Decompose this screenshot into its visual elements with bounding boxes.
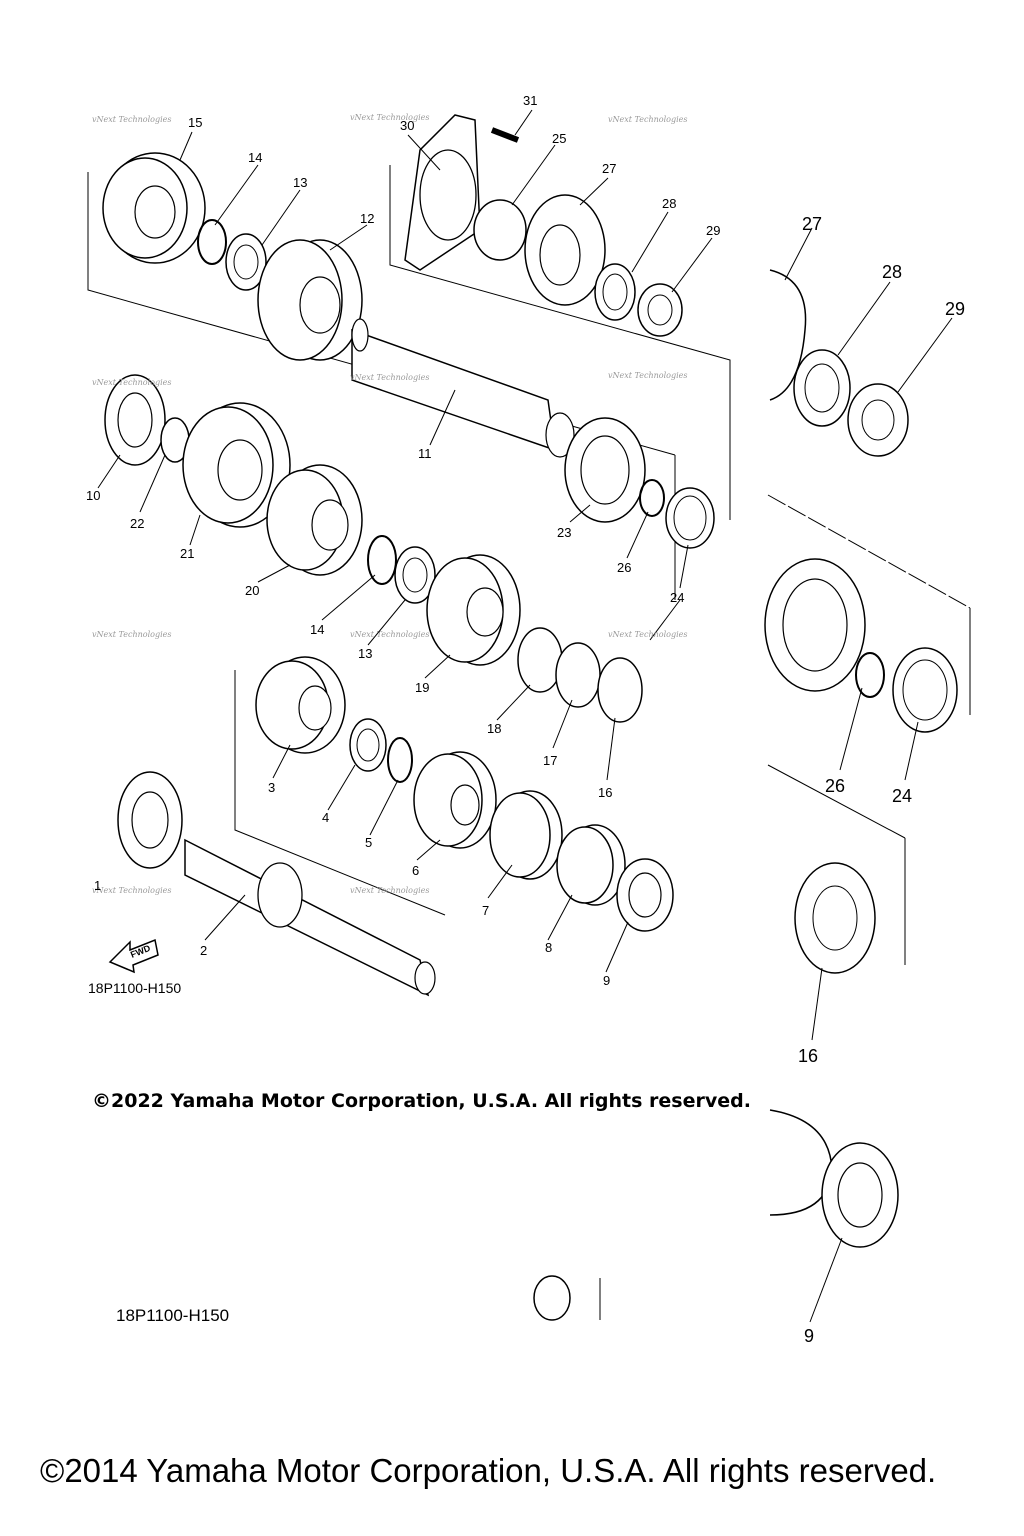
callout-21: 21 xyxy=(180,546,194,561)
main-axle-11 xyxy=(351,318,575,458)
svg-text:vNext Technologies: vNext Technologies xyxy=(350,886,429,895)
nut-29 xyxy=(637,283,683,337)
callout-27: 27 xyxy=(602,161,616,176)
callout-25: 25 xyxy=(552,131,566,146)
o-ring-26 xyxy=(639,479,665,517)
assembly-outlines xyxy=(87,165,731,916)
washer-4 xyxy=(349,718,387,772)
svg-text:vNext Technologies: vNext Technologies xyxy=(92,378,171,387)
callout-14: 14 xyxy=(248,150,262,165)
gear-3 xyxy=(255,656,346,754)
bearing-1 xyxy=(117,771,183,869)
callout-26: 26 xyxy=(617,560,631,575)
copyright-2014: ©2014 Yamaha Motor Corporation, U.S.A. A… xyxy=(40,1452,937,1489)
callout-13: 13 xyxy=(293,175,307,190)
callout-18: 18 xyxy=(487,721,501,736)
zoom-callout-16: 16 xyxy=(798,1046,818,1066)
callout-8: 8 xyxy=(545,940,552,955)
callout-30: 30 xyxy=(400,118,414,133)
callout-labels: 1 2 3 4 5 6 7 8 9 10 11 12 13 14 15 16 1… xyxy=(86,93,720,988)
svg-text:vNext Technologies: vNext Technologies xyxy=(608,371,687,380)
svg-text:vNext Technologies: vNext Technologies xyxy=(350,113,429,122)
zoom-callout-29: 29 xyxy=(945,299,965,319)
callout-20: 20 xyxy=(245,583,259,598)
callout-28: 28 xyxy=(662,196,676,211)
oil-seal-24 xyxy=(665,487,715,549)
zoom-callout-28: 28 xyxy=(882,262,902,282)
zoom-callout-26: 26 xyxy=(825,776,845,796)
circlip-5 xyxy=(387,737,413,783)
svg-text:vNext Technologies: vNext Technologies xyxy=(92,630,171,639)
drive-axle-2 xyxy=(184,838,436,997)
callout-9: 9 xyxy=(603,973,610,988)
diagram-code: 18P1100-H150 xyxy=(88,980,182,996)
bearing-23 xyxy=(564,417,646,523)
gear-6 xyxy=(413,751,497,849)
callout-13b: 13 xyxy=(358,646,372,661)
callout-14b: 14 xyxy=(310,622,324,637)
circlip-14-upper xyxy=(197,219,227,265)
callout-31: 31 xyxy=(523,93,537,108)
washer-28 xyxy=(594,263,636,321)
gear-19 xyxy=(426,554,521,666)
watermarks: vNext Technologies vNext Technologies vN… xyxy=(92,113,687,895)
callout-16: 16 xyxy=(598,785,612,800)
gear-12 xyxy=(257,239,363,361)
svg-text:vNext Technologies: vNext Technologies xyxy=(350,373,429,382)
callout-2: 2 xyxy=(200,943,207,958)
washer-17 xyxy=(555,642,601,708)
svg-text:vNext Technologies: vNext Technologies xyxy=(92,886,171,895)
gear-8 xyxy=(556,824,626,906)
callout-23: 23 xyxy=(557,525,571,540)
bearing-9 xyxy=(616,858,674,932)
callout-10: 10 xyxy=(86,488,100,503)
callout-17: 17 xyxy=(543,753,557,768)
diagram-code-fragment: 18P1100-H150 xyxy=(116,1306,230,1325)
circlip-14-lower xyxy=(367,535,397,585)
callout-29: 29 xyxy=(706,223,720,238)
bearing-housing-30 xyxy=(404,114,481,271)
copyright-2022: ©2022 Yamaha Motor Corporation, U.S.A. A… xyxy=(92,1090,751,1112)
needle-bearing-18 xyxy=(517,627,563,693)
washer-13-lower xyxy=(394,546,436,604)
washer-16 xyxy=(597,657,643,723)
zoom-detail-lower xyxy=(533,1109,899,1321)
zoom-detail-upper xyxy=(764,269,971,974)
callout-15: 15 xyxy=(188,115,202,130)
callout-24: 24 xyxy=(670,590,684,605)
callout-11: 11 xyxy=(418,446,432,461)
callout-3: 3 xyxy=(268,780,275,795)
svg-text:vNext Technologies: vNext Technologies xyxy=(350,630,429,639)
callout-7: 7 xyxy=(482,903,489,918)
callout-12: 12 xyxy=(360,211,374,226)
callout-4: 4 xyxy=(322,810,329,825)
gear-15 xyxy=(102,152,206,264)
svg-text:vNext Technologies: vNext Technologies xyxy=(608,630,687,639)
svg-text:vNext Technologies: vNext Technologies xyxy=(608,115,687,124)
svg-text:vNext Technologies: vNext Technologies xyxy=(92,115,171,124)
callout-1: 1 xyxy=(94,878,101,893)
callout-22: 22 xyxy=(130,516,144,531)
collar-25 xyxy=(473,199,527,261)
gear-21 xyxy=(182,402,291,528)
zoom-callout-27: 27 xyxy=(802,214,822,234)
callout-5: 5 xyxy=(365,835,372,850)
zoom-callout-labels: 27 28 29 26 24 16 9 xyxy=(798,214,965,1346)
bearing-10 xyxy=(104,374,166,466)
gear-20 xyxy=(266,464,363,576)
leader-lines xyxy=(97,109,953,1323)
gear-7 xyxy=(489,790,563,880)
bolt-31 xyxy=(490,127,520,143)
callout-19: 19 xyxy=(415,680,429,695)
zoom-callout-24: 24 xyxy=(892,786,912,806)
zoom-callout-9: 9 xyxy=(804,1326,814,1346)
callout-6: 6 xyxy=(412,863,419,878)
sprocket-27 xyxy=(524,194,606,306)
fwd-arrow-icon: FWD xyxy=(108,938,159,974)
washer-13-upper xyxy=(225,233,267,291)
